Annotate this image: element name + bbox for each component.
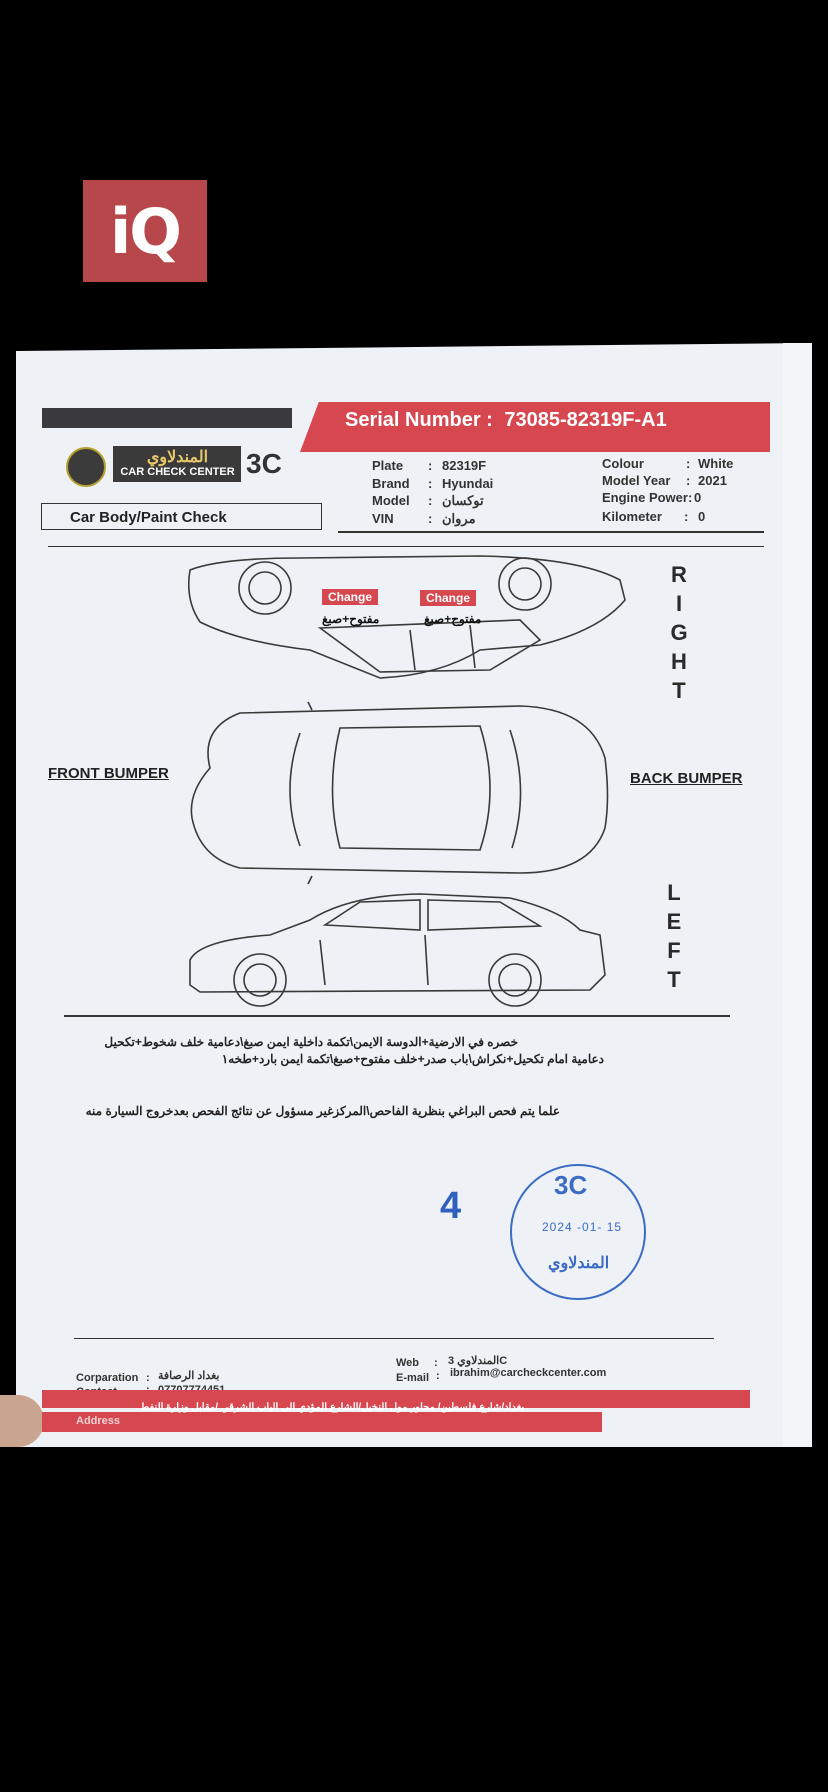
remark-line-2: دعامية امام تكحيل+نكراش\باب صدر+خلف مفتو… bbox=[221, 1052, 604, 1066]
year-colon: : bbox=[686, 473, 691, 488]
section-title: Car Body/Paint Check bbox=[41, 503, 322, 530]
car-left-side bbox=[189, 893, 606, 1007]
left-label: LEFT bbox=[666, 880, 682, 992]
colour-label: Colour bbox=[602, 456, 644, 471]
change-note-1: مفتوح+صبغ bbox=[322, 612, 380, 626]
model-label: Model bbox=[372, 493, 410, 508]
colour-colon: : bbox=[686, 456, 691, 471]
car-right-side bbox=[187, 555, 626, 679]
web-colon: : bbox=[434, 1357, 438, 1369]
km-colon: : bbox=[684, 509, 689, 524]
vin-label: VIN bbox=[372, 511, 394, 526]
plate-label: Plate bbox=[372, 458, 404, 473]
corporation-colon: : bbox=[146, 1372, 150, 1384]
brand-arabic: المندلاوي bbox=[146, 449, 209, 466]
web-label: Web bbox=[396, 1357, 420, 1369]
brand-box bbox=[113, 446, 241, 482]
header-red-bar bbox=[300, 402, 770, 452]
email-label: E-mail bbox=[396, 1372, 430, 1384]
stamp-name: المندلاوي bbox=[548, 1255, 610, 1272]
iq-logo: iQ bbox=[83, 180, 207, 282]
footer-red-bar bbox=[42, 1390, 750, 1408]
year-label: Model Year bbox=[602, 473, 671, 488]
address-value: بغداد/شارع فلسطين/ مجاور مول النخيل/الشا… bbox=[140, 1402, 525, 1413]
footer-address-bar bbox=[42, 1412, 602, 1432]
colour-value: White bbox=[698, 456, 734, 471]
finger bbox=[0, 1395, 44, 1447]
km-label: Kilometer bbox=[602, 509, 662, 524]
inspection-sheet bbox=[16, 343, 812, 1447]
vin-value: مروان bbox=[442, 511, 476, 526]
corporation-value: بغداد الرصافة bbox=[158, 1370, 220, 1382]
brand-colon: : bbox=[428, 476, 433, 491]
stamp-date: 2024 -01- 15 bbox=[542, 1220, 623, 1234]
plate-colon: : bbox=[428, 458, 433, 473]
address-label: Address bbox=[76, 1415, 121, 1427]
change-tag-1: Change bbox=[322, 589, 379, 605]
change-tag-2: Change bbox=[420, 590, 477, 606]
remark-line-1: خصره في الارضية+الدوسة الايمن\تكمة داخلي… bbox=[104, 1035, 518, 1049]
brand-value: Hyundai bbox=[442, 476, 494, 491]
footer-rule bbox=[74, 1338, 714, 1339]
brand-english: CAR CHECK CENTER bbox=[120, 466, 235, 478]
stamp-title: 3C bbox=[554, 1170, 588, 1200]
right-label: RIGHT bbox=[670, 562, 688, 703]
serial-number: Serial Number : 73085-82319F-A1 bbox=[345, 409, 673, 432]
paper-edge bbox=[783, 343, 811, 1447]
company-stamp bbox=[510, 1164, 646, 1300]
engine-label: Engine Power: bbox=[602, 490, 693, 505]
brand-label: Brand bbox=[372, 476, 410, 491]
change-note-2: مفتوح+صبغ bbox=[424, 612, 482, 626]
web-value: المندلاوي 3C bbox=[448, 1355, 508, 1367]
engine-value: 0 bbox=[694, 490, 702, 505]
brand-3c: 3C bbox=[246, 448, 282, 479]
handwritten-number: 4 bbox=[440, 1185, 462, 1227]
email-value: ibrahim@carcheckcenter.com bbox=[450, 1367, 607, 1379]
plate-value: 82319F bbox=[442, 458, 487, 473]
corporation-label: Corparation bbox=[76, 1372, 139, 1384]
diagram-bottom-rule bbox=[64, 1015, 730, 1017]
front-bumper-label: FRONT BUMPER bbox=[48, 765, 169, 782]
serial-value: 73085-82319F-A1 bbox=[504, 409, 667, 431]
serial-label: Serial Number : bbox=[345, 409, 493, 431]
back-bumper-label: BACK BUMPER bbox=[630, 770, 743, 787]
brand-emblem-icon bbox=[66, 447, 106, 487]
year-value: 2021 bbox=[698, 473, 727, 488]
vin-colon: : bbox=[428, 511, 433, 526]
header-dark-bar bbox=[42, 408, 292, 428]
disclaimer: علما يتم فحص البراغي بنظرية الفاحص\المرك… bbox=[85, 1104, 560, 1118]
header-rule bbox=[338, 531, 764, 533]
model-value: توكسان bbox=[442, 493, 484, 508]
model-colon: : bbox=[428, 493, 433, 508]
car-diagram bbox=[187, 555, 626, 1007]
email-colon: : bbox=[436, 1370, 440, 1382]
km-value: 0 bbox=[698, 509, 706, 524]
section-rule bbox=[48, 546, 764, 547]
car-top-view bbox=[190, 701, 609, 885]
